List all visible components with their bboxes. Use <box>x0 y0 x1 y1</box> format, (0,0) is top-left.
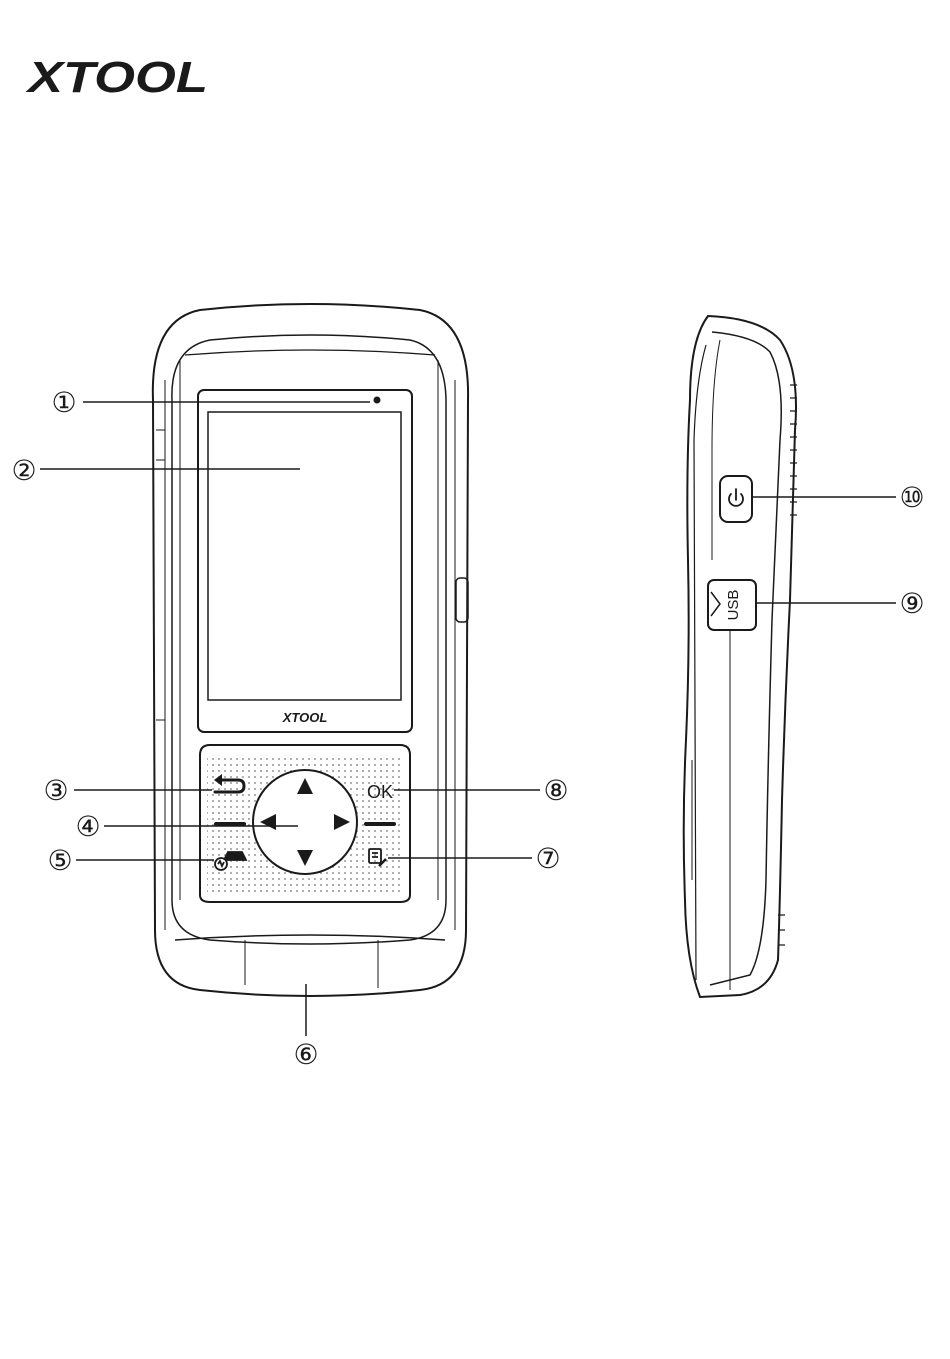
side-view <box>684 316 797 997</box>
callout-9: ⑨ <box>899 588 924 619</box>
right-soft-key[interactable] <box>364 822 396 826</box>
callout-4: ④ <box>75 811 100 842</box>
ok-button[interactable]: OK <box>367 782 393 802</box>
brand-logo: XTOOL <box>24 53 208 102</box>
callout-10: ⑩ <box>899 482 924 513</box>
callout-7: ⑦ <box>535 843 560 874</box>
callout-1: ① <box>51 387 76 418</box>
indicator-light <box>374 397 381 404</box>
side-outer-profile <box>684 316 796 997</box>
callout-3: ③ <box>43 775 68 806</box>
callout-8: ⑧ <box>543 775 568 806</box>
lcd-display <box>208 412 401 700</box>
usb-label: USB <box>725 590 742 621</box>
callout-6: ⑥ <box>293 1039 318 1070</box>
callout-5: ⑤ <box>47 845 72 876</box>
device-logo: XTOOL <box>282 710 328 725</box>
callout-2: ② <box>11 455 36 486</box>
